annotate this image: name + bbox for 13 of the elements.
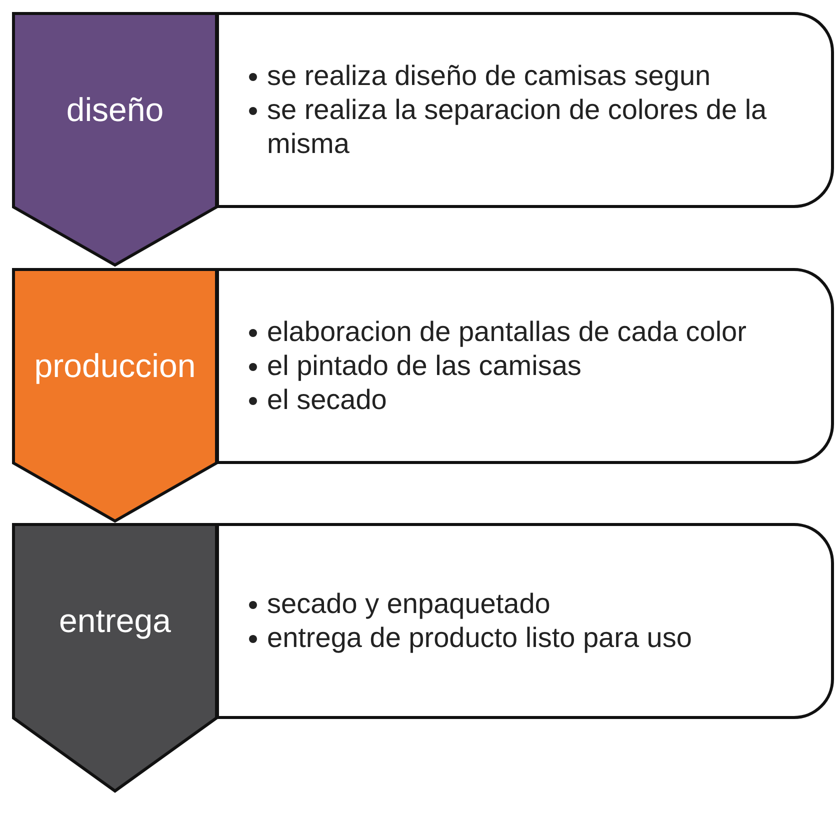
bullet-text: secado y enpaquetado <box>267 588 550 619</box>
content-box <box>216 12 834 208</box>
content-box <box>216 523 834 719</box>
bullet-text: el pintado de las camisas <box>267 350 582 381</box>
bullet-text: elaboracion de pantallas de cada color <box>267 316 746 347</box>
stage-label: diseño <box>65 90 165 130</box>
bullet-text: se realiza la separacion de colores de la misma <box>267 94 767 159</box>
bullet-text: se realiza diseño de camisas segun <box>267 60 711 91</box>
bullet-text: el secado <box>267 384 387 415</box>
stage-label: produccion <box>33 346 197 386</box>
stage-label: entrega <box>58 600 172 640</box>
content-box <box>216 268 834 464</box>
bullet-text: entrega de producto listo para uso <box>267 622 692 653</box>
